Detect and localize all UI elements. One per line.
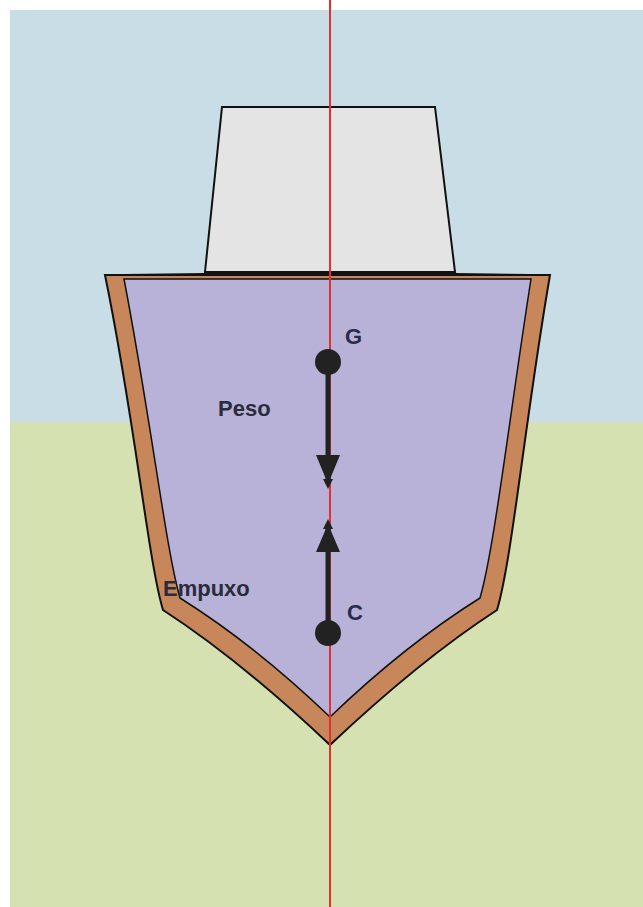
arrow-head	[316, 524, 340, 552]
point-label: C	[347, 602, 363, 624]
gravity-center	[315, 349, 341, 375]
center-line	[329, 0, 331, 907]
hull-inner	[124, 279, 531, 717]
hull-outer	[105, 275, 550, 745]
deck-line	[124, 274, 531, 275]
buoyancy-center	[315, 620, 341, 646]
arrow-head	[316, 455, 340, 484]
sky	[10, 10, 643, 422]
force-label: Empuxo	[163, 578, 250, 600]
force-label: Peso	[218, 398, 271, 420]
point-label: G	[345, 326, 362, 348]
